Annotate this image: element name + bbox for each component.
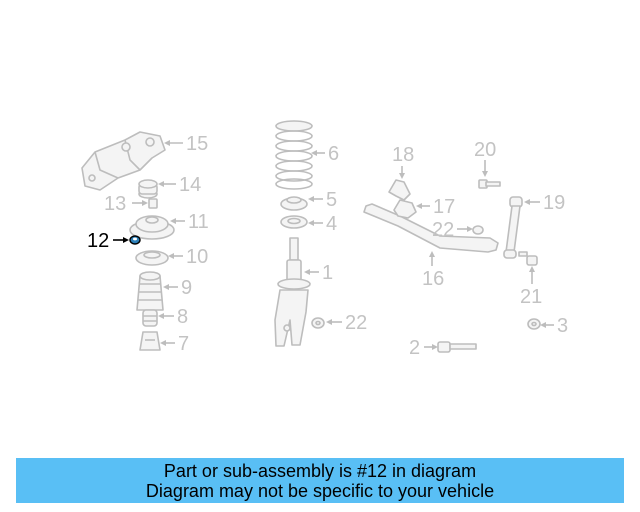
part-6-coil-spring: [275, 120, 313, 190]
callout-labels: 15 14 13 11 12 10 9 8 7 6 5 4 1 22 18 17…: [87, 133, 568, 359]
part-3-nut: [527, 318, 541, 330]
callout-2: 2: [409, 337, 420, 359]
part-18-bushing: [388, 179, 411, 201]
part-21-bolt: [518, 251, 538, 266]
callout-7: 7: [178, 333, 189, 355]
part-9-dust-boot: [136, 271, 164, 311]
callout-22-bar: 22: [432, 219, 454, 241]
parts-diagram: 15 14 13 11 12 10 9 8 7 6 5 4 1 22 18 17…: [81, 120, 568, 359]
part-12-nut-highlighted: [129, 235, 141, 245]
callout-3: 3: [557, 315, 568, 337]
part-4-spring-pad: [280, 215, 308, 229]
callout-4: 4: [326, 213, 337, 235]
banner-part-text: Part or sub-assembly is #12 in diagram: [163, 460, 477, 481]
part-7-cap: [139, 331, 161, 351]
part-15-bracket: [81, 131, 166, 191]
part-11-strut-mount: [129, 215, 175, 240]
part-17-clamp: [393, 199, 417, 219]
callout-18: 18: [392, 144, 414, 166]
part-22-nut-bar: [472, 225, 484, 235]
part-19-stabilizer-link: [503, 196, 523, 259]
part-22-nut-strut: [311, 317, 325, 329]
part-13-nut: [148, 198, 158, 209]
info-banner: Part or sub-assembly is #12 in diagram D…: [16, 458, 624, 503]
callout-22-strut: 22: [345, 312, 367, 334]
callout-13: 13: [104, 193, 126, 215]
callout-1: 1: [322, 262, 333, 284]
callout-14: 14: [179, 174, 201, 196]
part-1-strut: [274, 237, 311, 347]
callout-21: 21: [520, 286, 542, 308]
callout-arrows: [113, 140, 554, 350]
part-5-spring-seat: [280, 196, 308, 211]
part-10-bearing: [135, 250, 169, 266]
banner-disclaimer-text: Diagram may not be specific to your vehi…: [145, 480, 495, 501]
callout-19: 19: [543, 192, 565, 214]
callout-15: 15: [186, 133, 208, 155]
callout-11: 11: [188, 211, 209, 233]
callout-20: 20: [474, 139, 496, 161]
callout-16: 16: [422, 268, 444, 290]
callout-9: 9: [181, 277, 192, 299]
callout-6: 6: [328, 143, 339, 165]
callout-12: 12: [87, 230, 109, 252]
part-14-bump-stop: [138, 179, 158, 199]
part-8-bump-stop: [142, 309, 158, 327]
callout-10: 10: [186, 246, 208, 268]
callout-5: 5: [326, 189, 337, 211]
part-20-bolt: [478, 179, 501, 189]
callout-17: 17: [433, 196, 455, 218]
part-2-bolt: [437, 341, 477, 353]
callout-8: 8: [177, 306, 188, 328]
